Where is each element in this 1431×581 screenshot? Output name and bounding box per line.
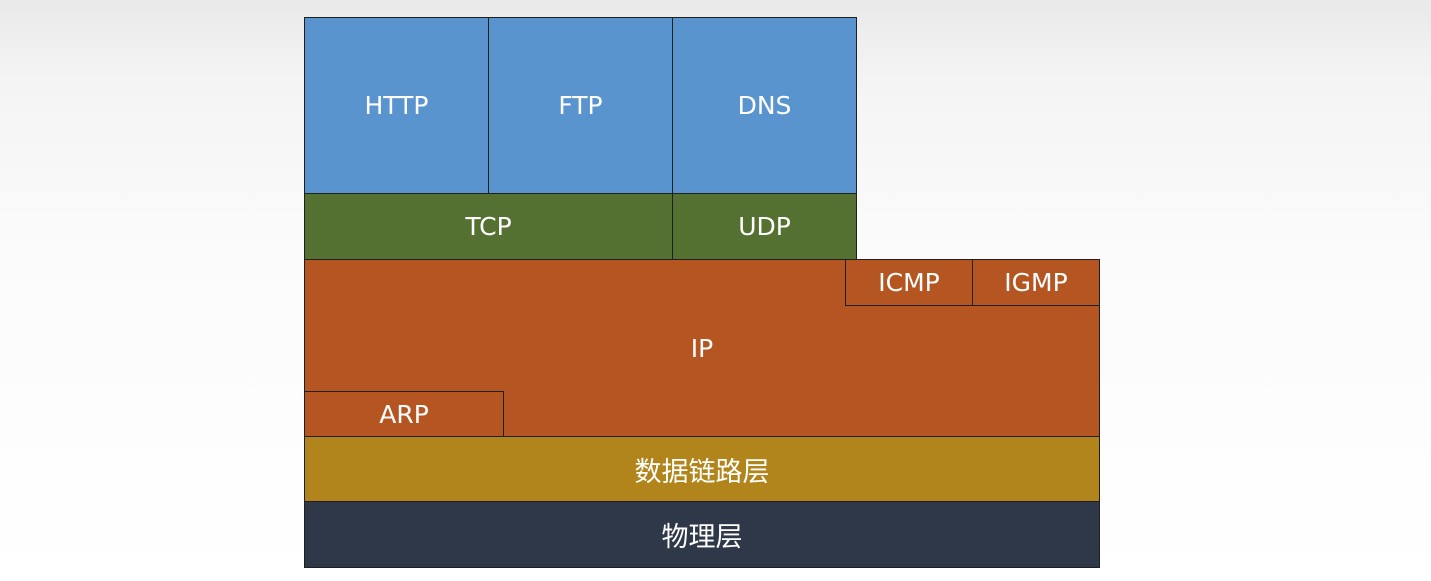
ip-label: IP [690, 333, 714, 363]
ftp-label: FTP [558, 91, 603, 120]
arp-label: ARP [379, 399, 429, 429]
icmp-block: ICMP [845, 259, 973, 306]
udp-label: UDP [738, 212, 791, 241]
udp-block: UDP [672, 193, 857, 260]
tcp-label: TCP [465, 212, 512, 241]
igmp-label: IGMP [1004, 268, 1068, 297]
igmp-block: IGMP [972, 259, 1100, 306]
http-label: HTTP [364, 91, 429, 120]
physical-layer-block: 物理层 [304, 501, 1100, 568]
ftp-block: FTP [488, 17, 673, 194]
arp-block: ARP [304, 391, 504, 437]
data-link-layer-block: 数据链路层 [304, 436, 1100, 502]
icmp-label: ICMP [878, 268, 940, 297]
dns-label: DNS [737, 91, 792, 120]
data-link-layer-label: 数据链路层 [634, 456, 770, 488]
tcp-block: TCP [304, 193, 673, 260]
physical-layer-label: 物理层 [661, 522, 743, 553]
dns-block: DNS [672, 17, 857, 194]
http-block: HTTP [304, 17, 489, 194]
